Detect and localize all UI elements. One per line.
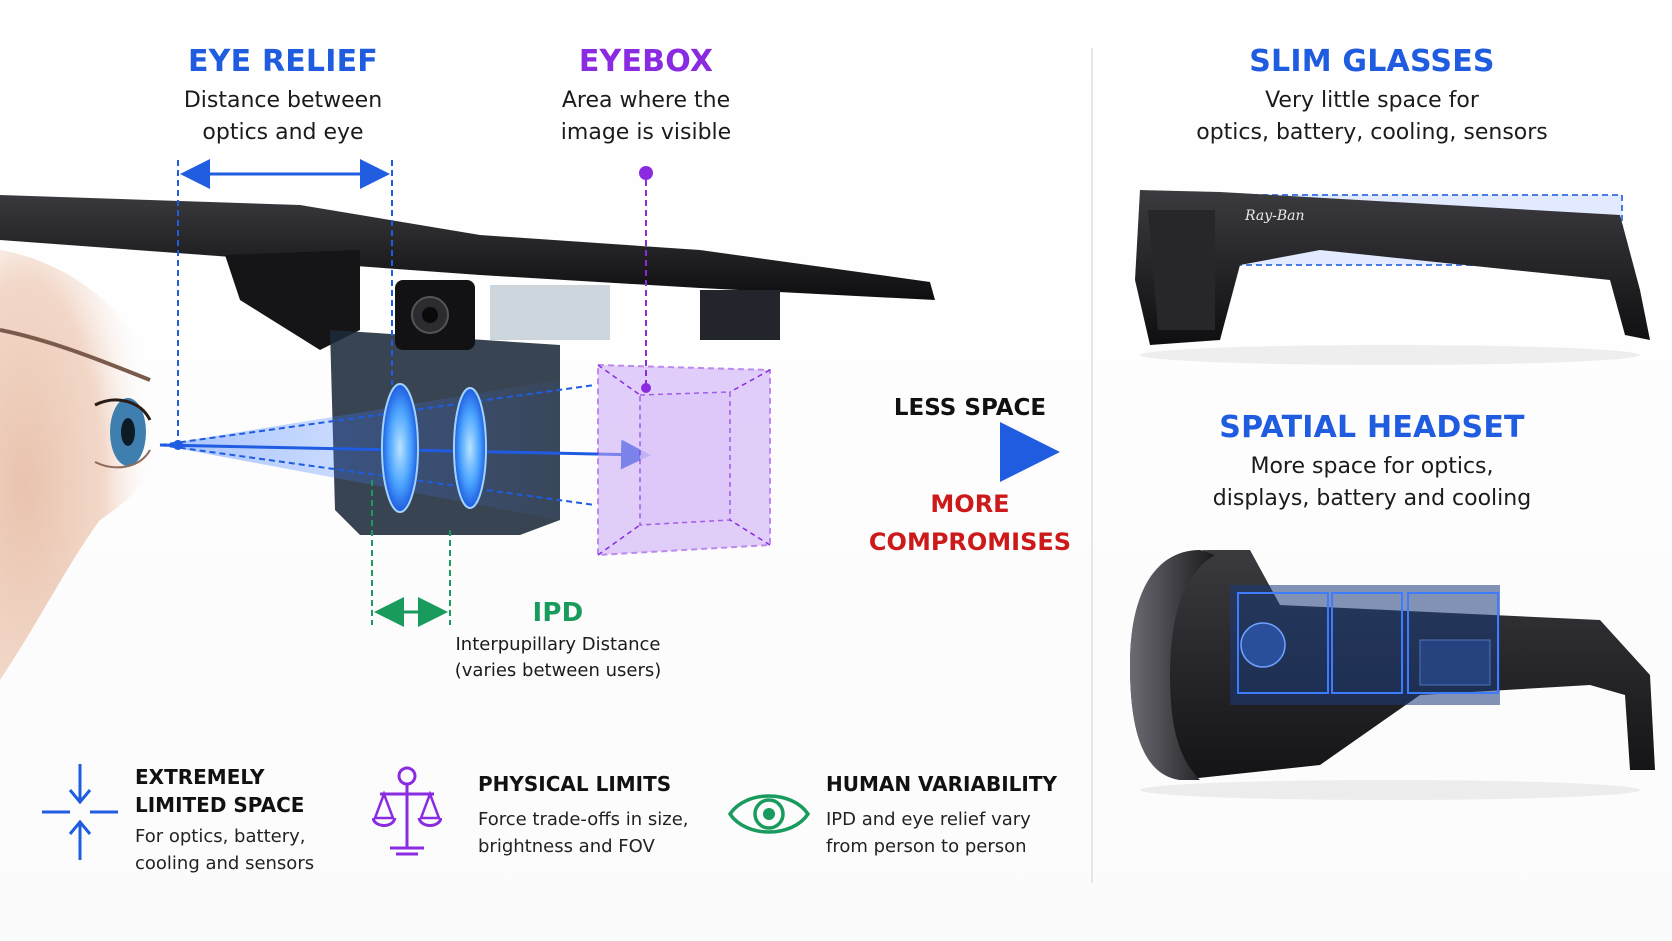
feature-3-desc-line2: from person to person xyxy=(826,836,1027,857)
feature-1-title-line1: EXTREMELY xyxy=(135,765,265,789)
eye-relief-label: EYE RELIEF Distance between optics and e… xyxy=(103,44,463,149)
feature-1-title-line2: LIMITED SPACE xyxy=(135,793,305,817)
spatial-headset-label: SPATIAL HEADSET More space for optics, d… xyxy=(1132,410,1612,515)
feature-human-variability: HUMAN VARIABILITY IPD and eye relief var… xyxy=(826,770,1076,860)
slim-glasses-image: Ray-Ban xyxy=(1135,190,1650,365)
compress-arrows-icon xyxy=(42,764,118,860)
ipd-label: IPD Interpupillary Distance (varies betw… xyxy=(398,598,718,684)
eye-relief-title: EYE RELIEF xyxy=(187,44,378,79)
eyebox-label: EYEBOX Area where the image is visible xyxy=(466,44,826,149)
spatial-headset-desc-line1: More space for optics, xyxy=(1250,454,1494,479)
feature-3-desc-line1: IPD and eye relief vary xyxy=(826,809,1031,830)
feature-1-desc-line2: cooling and sensors xyxy=(135,853,315,874)
eye-relief-desc-line1: Distance between xyxy=(183,88,383,113)
feature-2-desc-line1: Force trade-offs in size, xyxy=(478,809,689,830)
panel-divider xyxy=(1091,48,1093,883)
slim-glasses-desc-line2: optics, battery, cooling, sensors xyxy=(1196,120,1548,145)
feature-limited-space: EXTREMELY LIMITED SPACE For optics, batt… xyxy=(135,763,355,877)
compromises-label: COMPROMISES xyxy=(868,528,1072,556)
optics-cutaway-illustration xyxy=(0,159,1060,680)
slim-glasses-desc-line1: Very little space for xyxy=(1265,88,1479,113)
eyebox-pointer xyxy=(639,166,653,393)
face xyxy=(0,250,166,680)
eye-relief-dimension xyxy=(173,159,393,450)
feature-1-desc-line1: For optics, battery, xyxy=(135,826,306,847)
spatial-headset-image xyxy=(1130,550,1655,800)
eyebox-volume xyxy=(597,363,771,557)
ipd-dimension xyxy=(371,480,451,627)
eyebox-title: EYEBOX xyxy=(578,44,714,79)
more-compromises-label: MORE COMPROMISES xyxy=(850,485,1090,561)
balance-scale-icon xyxy=(372,766,442,856)
spatial-headset-desc-line2: displays, battery and cooling xyxy=(1212,486,1532,511)
ipd-desc-line2: (varies between users) xyxy=(454,660,662,681)
eye-relief-desc-line2: optics and eye xyxy=(202,120,364,145)
feature-3-title: HUMAN VARIABILITY xyxy=(826,772,1057,796)
feature-physical-limits: PHYSICAL LIMITS Force trade-offs in size… xyxy=(478,770,728,860)
slim-glasses-title: SLIM GLASSES xyxy=(1249,44,1495,79)
feature-2-title: PHYSICAL LIMITS xyxy=(478,772,672,796)
more-label: MORE xyxy=(930,490,1010,518)
eyebox-desc-line2: image is visible xyxy=(560,120,732,145)
feature-2-desc-line2: brightness and FOV xyxy=(478,836,655,857)
eyebox-desc-line1: Area where the xyxy=(561,88,731,113)
ipd-desc-line1: Interpupillary Distance xyxy=(455,634,661,655)
less-space-label: LESS SPACE xyxy=(893,395,1047,421)
slim-glasses-label: SLIM GLASSES Very little space for optic… xyxy=(1132,44,1612,149)
spatial-headset-title: SPATIAL HEADSET xyxy=(1219,410,1525,445)
optical-lenses xyxy=(381,383,487,513)
eye-icon xyxy=(728,794,810,834)
brand-mark: Ray-Ban xyxy=(1244,208,1305,224)
ipd-title: IPD xyxy=(532,598,584,628)
